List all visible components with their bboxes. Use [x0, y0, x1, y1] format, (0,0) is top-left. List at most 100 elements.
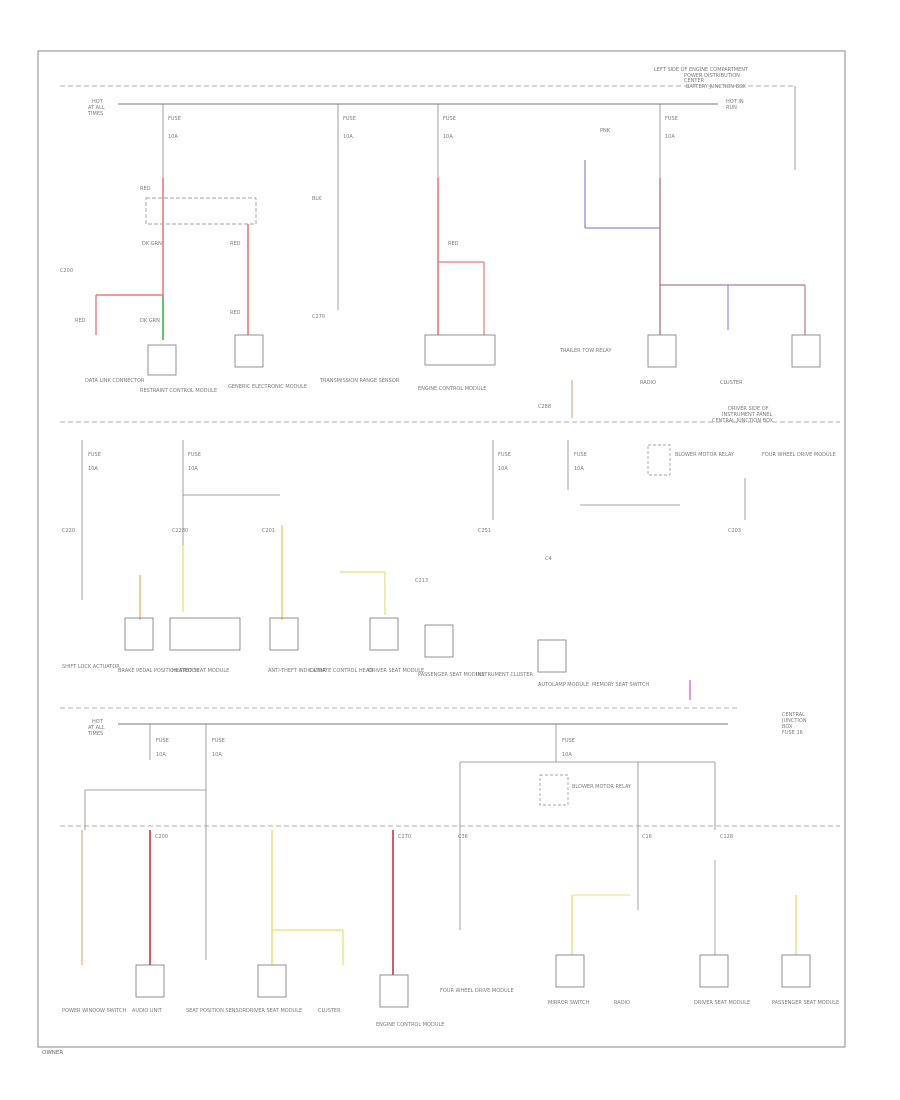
- svg-text:HEATED SEAT MODULE: HEATED SEAT MODULE: [172, 668, 229, 674]
- svg-text:BLOWER MOTOR RELAY: BLOWER MOTOR RELAY: [675, 452, 735, 458]
- middle-fuse-labels: FUSE 10A FUSE 10A FUSE 10A FUSE 10A: [88, 452, 587, 472]
- svg-text:C203: C203: [728, 528, 741, 534]
- svg-text:FUSE: FUSE: [498, 452, 511, 458]
- svg-text:POWER WINDOW SWITCH: POWER WINDOW SWITCH: [62, 1008, 126, 1014]
- panel3-header: CENTRAL JUNCTION BOX FUSE 16: [781, 712, 807, 736]
- fuse-labels-top: FUSE 10A FUSE 10A FUSE 10A FUSE 10A: [168, 116, 678, 140]
- svg-text:RED: RED: [140, 186, 151, 192]
- svg-text:FOUR WHEEL DRIVE MODULE: FOUR WHEEL DRIVE MODULE: [440, 988, 514, 994]
- svg-text:DK GRN: DK GRN: [142, 241, 162, 247]
- hot-label-right: HOT IN RUN: [726, 99, 744, 111]
- svg-text:10A: 10A: [562, 752, 572, 758]
- svg-text:10A: 10A: [443, 134, 453, 140]
- top-right-components: [647, 334, 821, 368]
- svg-text:DATA LINK CONNECTOR: DATA LINK CONNECTOR: [85, 378, 145, 384]
- svg-text:FOUR WHEEL DRIVE MODULE: FOUR WHEEL DRIVE MODULE: [762, 452, 836, 458]
- svg-text:FUSE: FUSE: [562, 738, 575, 744]
- svg-text:PNK: PNK: [600, 128, 611, 134]
- svg-text:C251: C251: [478, 528, 491, 534]
- svg-text:C270: C270: [312, 314, 325, 320]
- svg-text:CENTRAL: CENTRAL: [782, 712, 805, 718]
- svg-text:C288: C288: [538, 404, 551, 410]
- fuse-drops-top: [162, 104, 661, 310]
- svg-text:PASSENGER SEAT MODULE: PASSENGER SEAT MODULE: [418, 672, 485, 678]
- svg-text:LEFT SIDE OF ENGINE COMPARTMEN: LEFT SIDE OF ENGINE COMPARTMENT: [654, 67, 749, 73]
- svg-text:DRIVER SIDE OF: DRIVER SIDE OF: [728, 406, 769, 412]
- svg-text:MEMORY SEAT SWITCH: MEMORY SEAT SWITCH: [592, 682, 649, 688]
- svg-text:SHIFT LOCK ACTUATOR: SHIFT LOCK ACTUATOR: [62, 664, 120, 670]
- middle-component-labels: SHIFT LOCK ACTUATOR BRAKE PEDAL POSITION…: [62, 664, 649, 688]
- svg-text:10A: 10A: [156, 752, 166, 758]
- middle-fuse-drops: [81, 440, 746, 600]
- svg-text:FUSE: FUSE: [168, 116, 181, 122]
- svg-text:TRANSMISSION RANGE SENSOR: TRANSMISSION RANGE SENSOR: [319, 378, 400, 384]
- svg-text:10A: 10A: [212, 752, 222, 758]
- diagram-frame: [37, 50, 846, 1048]
- svg-text:SEAT POSITION SENSOR: SEAT POSITION SENSOR: [186, 1008, 247, 1014]
- svg-text:HOT IN: HOT IN: [726, 99, 744, 105]
- svg-text:TIMES: TIMES: [87, 111, 103, 117]
- svg-text:FUSE: FUSE: [343, 116, 356, 122]
- relay-bottom: [539, 774, 569, 806]
- svg-text:DRIVER SEAT MODULE: DRIVER SEAT MODULE: [368, 668, 424, 674]
- svg-text:RED: RED: [448, 241, 459, 247]
- bottom-components: [135, 954, 811, 1008]
- svg-text:10A: 10A: [188, 466, 198, 472]
- middle-components: [124, 617, 567, 673]
- hot-label-bottom: HOT AT ALL TIMES: [87, 719, 105, 737]
- bottom-bus: [84, 724, 716, 960]
- svg-text:BLK: BLK: [312, 196, 322, 202]
- svg-text:BRAKE PEDAL POSITION SWITCH: BRAKE PEDAL POSITION SWITCH: [118, 668, 199, 674]
- svg-text:C128: C128: [720, 834, 733, 840]
- svg-text:TRAILER TOW RELAY: TRAILER TOW RELAY: [559, 348, 612, 354]
- svg-text:GENERIC ELECTRONIC MODULE: GENERIC ELECTRONIC MODULE: [228, 384, 307, 390]
- top-left-component-labels: DATA LINK CONNECTOR RESTRAINT CONTROL MO…: [85, 378, 400, 394]
- svg-text:C2280: C2280: [172, 528, 188, 534]
- svg-text:FUSE: FUSE: [574, 452, 587, 458]
- svg-text:FUSE: FUSE: [443, 116, 456, 122]
- svg-text:POWER DISTRIBUTION: POWER DISTRIBUTION: [684, 73, 740, 79]
- svg-text:BATTERY JUNCTION BOX: BATTERY JUNCTION BOX: [686, 84, 747, 90]
- engine-control-module-box: [424, 334, 496, 366]
- svg-text:C16: C16: [642, 834, 652, 840]
- page-id: OWNER: [42, 1050, 63, 1056]
- svg-text:AUTOLAMP MODULE: AUTOLAMP MODULE: [538, 682, 589, 688]
- svg-text:C220: C220: [62, 528, 75, 534]
- svg-text:RESTRAINT CONTROL MODULE: RESTRAINT CONTROL MODULE: [140, 388, 217, 394]
- svg-text:CENTRAL JUNCTION BOX: CENTRAL JUNCTION BOX: [712, 418, 774, 424]
- svg-text:CLIMATE CONTROL HEAD: CLIMATE CONTROL HEAD: [310, 668, 373, 674]
- svg-text:C270: C270: [398, 834, 411, 840]
- svg-text:HOT: HOT: [92, 719, 104, 725]
- relay-box: [647, 444, 671, 476]
- svg-text:C36: C36: [458, 834, 468, 840]
- svg-text:C200: C200: [155, 834, 168, 840]
- svg-text:10A: 10A: [88, 466, 98, 472]
- svg-text:10A: 10A: [665, 134, 675, 140]
- top-left-components: [147, 334, 264, 376]
- svg-text:C200: C200: [60, 268, 73, 274]
- svg-text:FUSE: FUSE: [212, 738, 225, 744]
- svg-text:C4: C4: [545, 556, 552, 562]
- svg-text:10A: 10A: [498, 466, 508, 472]
- svg-text:AUDIO UNIT: AUDIO UNIT: [132, 1008, 163, 1014]
- svg-text:DRIVER SEAT MODULE: DRIVER SEAT MODULE: [246, 1008, 302, 1014]
- hot-label-left: HOT AT ALL TIMES: [87, 99, 105, 117]
- middle-connector-labels: C220 C2280 C201 C251 C203 C213 C4: [62, 528, 741, 584]
- svg-text:HOT: HOT: [92, 99, 104, 105]
- svg-text:RADIO: RADIO: [640, 380, 656, 386]
- svg-text:ENGINE CONTROL MODULE: ENGINE CONTROL MODULE: [418, 386, 486, 392]
- splice-box: [145, 197, 257, 225]
- svg-text:BLOWER MOTOR RELAY: BLOWER MOTOR RELAY: [572, 784, 632, 790]
- svg-text:RED: RED: [230, 310, 241, 316]
- svg-text:BOX: BOX: [782, 724, 793, 730]
- svg-text:FUSE: FUSE: [188, 452, 201, 458]
- svg-text:10A: 10A: [574, 466, 584, 472]
- svg-text:CLUSTER: CLUSTER: [720, 380, 743, 386]
- svg-text:RADIO: RADIO: [614, 1000, 630, 1006]
- svg-text:RUN: RUN: [726, 105, 737, 111]
- svg-text:FUSE: FUSE: [88, 452, 101, 458]
- bottom-connector-labels: C36 C16 C128 C200 C270: [155, 834, 733, 840]
- svg-text:10A: 10A: [343, 134, 353, 140]
- svg-text:RED: RED: [75, 318, 86, 324]
